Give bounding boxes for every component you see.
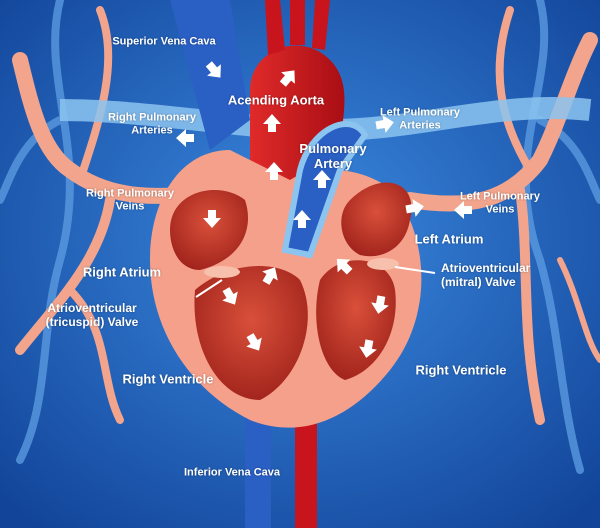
label-mitral-valve: Atrioventricular(mitral) Valve (441, 261, 531, 290)
label-line: (mitral) Valve (441, 275, 516, 289)
label-line: Artery (313, 156, 353, 171)
label-superior-vena-cava: Superior Vena Cava (112, 35, 216, 48)
right-atrium-chamber (170, 190, 248, 270)
mitral-valve (367, 258, 399, 270)
descending-aorta (295, 400, 317, 528)
label-line: Right Pulmonary (107, 111, 197, 124)
label-line: Pulmonary (299, 141, 367, 157)
label-inferior-vena-cava: Inferior Vena Cava (184, 466, 280, 479)
label-line: Atrioventricular (47, 301, 137, 316)
label-ascending-aorta: Acending Aorta (227, 92, 325, 108)
label-right-ventricle-right: Right Ventricle (415, 362, 507, 378)
label-right-ventricle-left: Right Ventricle (122, 371, 214, 387)
label-line: (tricuspid) Valve (45, 315, 139, 329)
label-line: Arteries (399, 119, 441, 131)
left-atrium-chamber (341, 182, 412, 257)
label-line: Left Pulmonary (379, 106, 461, 119)
label-line: Veins (115, 200, 145, 212)
pulmonary-veins (12, 6, 600, 425)
label-left-atrium: Left Atrium (414, 231, 484, 247)
label-tricuspid-valve: Atrioventricular(tricuspid) Valve (45, 301, 139, 330)
label-line: Arteries (131, 124, 173, 136)
right-ventricle-chamber (194, 266, 308, 400)
label-line: Left Pulmonary (459, 190, 541, 203)
label-line: Right Pulmonary (85, 187, 175, 200)
tricuspid-valve (204, 266, 240, 278)
label-right-atrium: Right Atrium (82, 264, 162, 280)
label-line: Atrioventricular (441, 261, 531, 276)
label-line: Veins (485, 203, 515, 215)
